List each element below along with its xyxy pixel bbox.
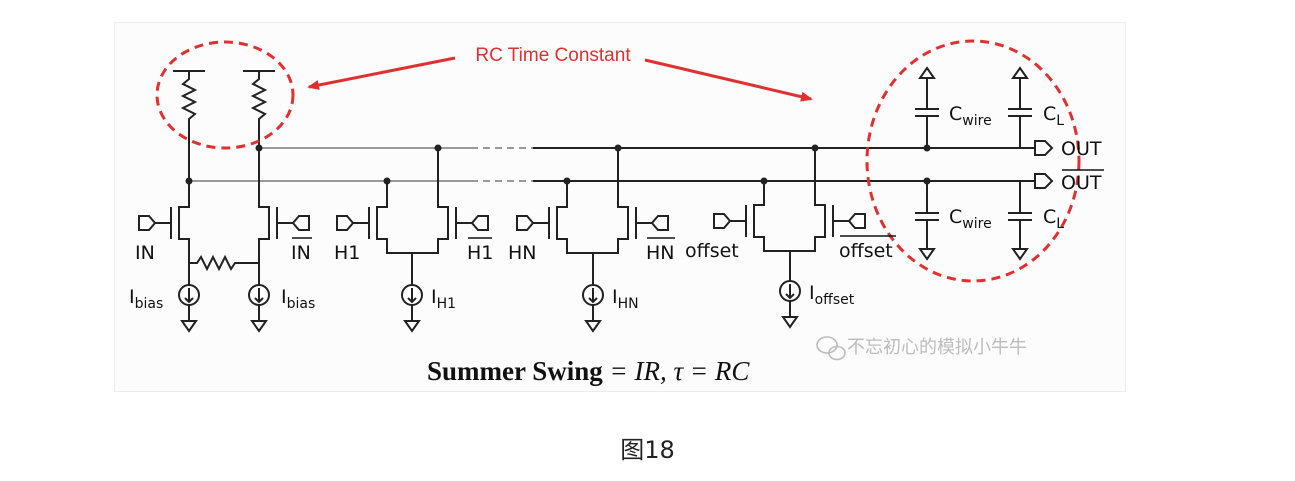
capacitor-labels: Cwire CL Cwire CL [949,103,1064,232]
circuit-figure: RC Time Constant IN IN H1 H1 HN HN offse… [114,22,1126,392]
label-cwire-bottom: Cwire [949,206,992,232]
label-out-bar: OUT [1061,172,1102,194]
label-cl-bottom: CL [1043,206,1064,232]
load-capacitors [915,66,1032,261]
label-hn: HN [508,242,537,264]
current-labels: Ibias Ibias IH1 IHN Ioffset [129,282,855,312]
capacitor-highlight-ellipse [865,39,1081,283]
label-ibias-left: Ibias [129,286,163,312]
label-hn-bar: HN [646,242,675,264]
right-arrow [644,58,813,102]
diff-pair-offset [730,148,849,281]
summer-swing-equation: Summer Swing = IR, τ = RC [427,356,750,386]
current-arrows [184,284,795,321]
label-h1: H1 [334,242,360,264]
overbars [292,169,1104,239]
rc-annotation [155,39,1081,283]
label-offset: offset [685,240,739,262]
label-cwire-top: Cwire [949,103,992,129]
left-arrow [307,56,456,90]
diff-pair-in [155,148,293,285]
label-offset-bar: offset [839,240,893,262]
label-in: IN [135,242,155,264]
resistor-highlight-ellipse [155,40,295,150]
junction-dots [185,144,931,185]
diff-pair-hn [533,148,652,285]
wechat-icon [816,336,846,361]
watermark-text: 不忘初心的模拟小牛牛 [847,337,1027,358]
label-ioffset: Ioffset [809,282,855,308]
label-ibias-right: Ibias [281,286,315,312]
label-ihn: IHN [612,286,639,312]
output-ports [1034,140,1054,189]
watermark: 不忘初心的模拟小牛牛 [816,336,1027,361]
output-buses [188,147,1035,182]
label-ih1: IH1 [431,286,456,312]
label-in-bar: IN [291,242,311,264]
load-resistors [173,70,275,148]
diff-pair-h1 [353,148,472,285]
label-cl-top: CL [1043,103,1064,129]
current-sources [178,280,801,306]
label-out: OUT [1061,138,1102,160]
figure-caption: 图18 [620,436,675,464]
label-h1-bar: H1 [467,242,493,264]
signal-labels: IN IN H1 H1 HN HN offset offset OUT OUT [135,138,1102,264]
input-ports [138,213,866,231]
ground-symbols [180,316,799,333]
rc-time-constant-label: RC Time Constant [475,45,631,66]
